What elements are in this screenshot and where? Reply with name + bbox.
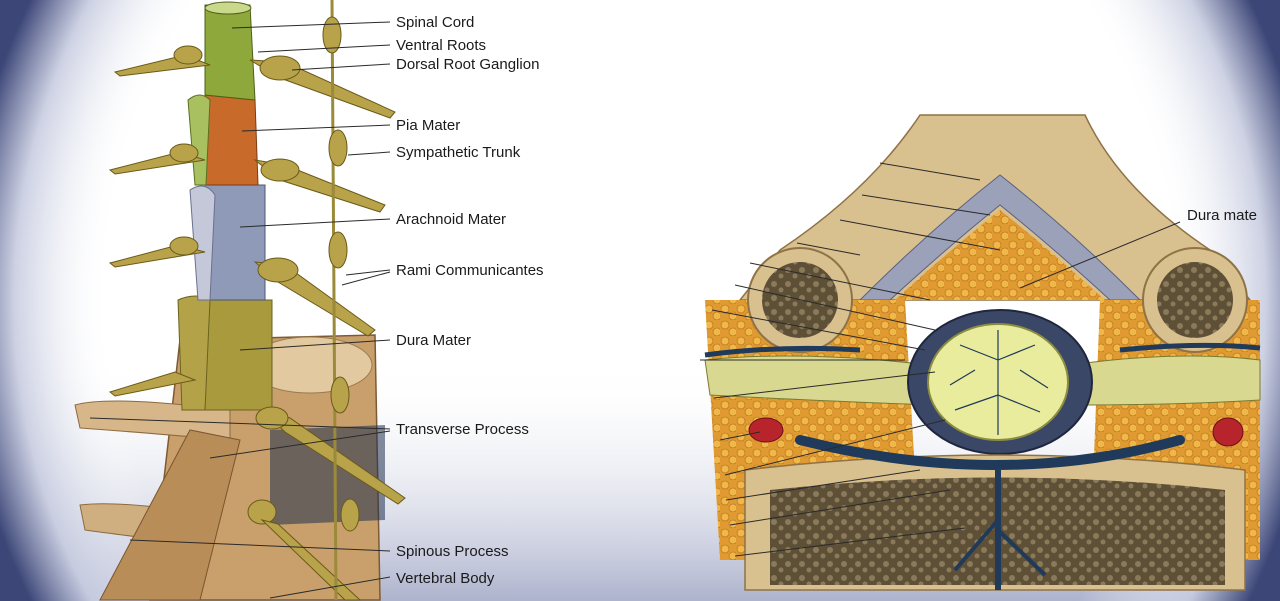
spinous-process-shape: [99, 429, 241, 601]
sympathetic-ganglion-3: [328, 231, 348, 269]
label-spinal-cord: Spinal Cord: [396, 14, 475, 31]
vertebral-canal-shadow: [270, 425, 385, 525]
label-spinous-process: Spinous Process: [396, 543, 509, 560]
ganglion-right-4: [255, 406, 289, 430]
cord-vessels: [949, 330, 1049, 435]
arachnoid-flap: [189, 185, 216, 301]
dorsal-root-ganglion-shape: [259, 55, 301, 81]
sympathetic-ganglion-5: [340, 498, 360, 532]
ganglion-left-3: [169, 236, 199, 256]
label-vertebral-body: Vertebral Body: [396, 570, 495, 587]
ganglion-right-5: [247, 499, 277, 525]
ganglion-left-2: [169, 143, 199, 163]
label-rami-communicantes: Rami Communicantes: [396, 262, 544, 279]
ganglion-left-1: [173, 45, 203, 65]
epidural-fat-top: [895, 210, 1105, 300]
sympathetic-ganglion-4: [330, 376, 350, 414]
left-leader-lines: [89, 21, 391, 599]
label-transverse-process: Transverse Process: [396, 421, 529, 438]
spinal-column-illustration: [74, 0, 406, 601]
sympathetic-trunk-shape: [330, 0, 338, 601]
pia-flap: [187, 94, 211, 186]
label-sympathetic-trunk: Sympathetic Trunk: [396, 144, 521, 161]
nerve-root-4: [108, 371, 197, 397]
venous-plexus: [795, 435, 1185, 470]
pia-mater-tube: [204, 94, 259, 186]
ganglion-right-3: [257, 257, 299, 283]
label-ventral-roots: Ventral Roots: [396, 37, 487, 54]
artery-left: [748, 417, 784, 443]
sympathetic-ganglion-2: [328, 129, 348, 167]
sympathetic-ganglion-1: [322, 16, 342, 54]
label-dorsal-root-ganglion: Dorsal Root Ganglion: [396, 56, 540, 73]
label-dura-mater-cross-section: Dura mate: [1187, 207, 1258, 224]
label-pia-mater: Pia Mater: [396, 117, 461, 134]
right-leader-lines: [700, 162, 1181, 557]
spinal-cord-shape: [204, 4, 256, 101]
label-arachnoid-mater: Arachnoid Mater: [396, 211, 507, 228]
spinal-cord-top: [204, 1, 252, 15]
label-dura-mater: Dura Mater: [396, 332, 472, 349]
ganglion-right-2: [260, 158, 300, 182]
artery-right: [1212, 417, 1244, 447]
dura-mater-tube: [204, 299, 273, 411]
articular-marrow-right: [1157, 262, 1233, 338]
nerve-root-right: [1069, 355, 1261, 406]
